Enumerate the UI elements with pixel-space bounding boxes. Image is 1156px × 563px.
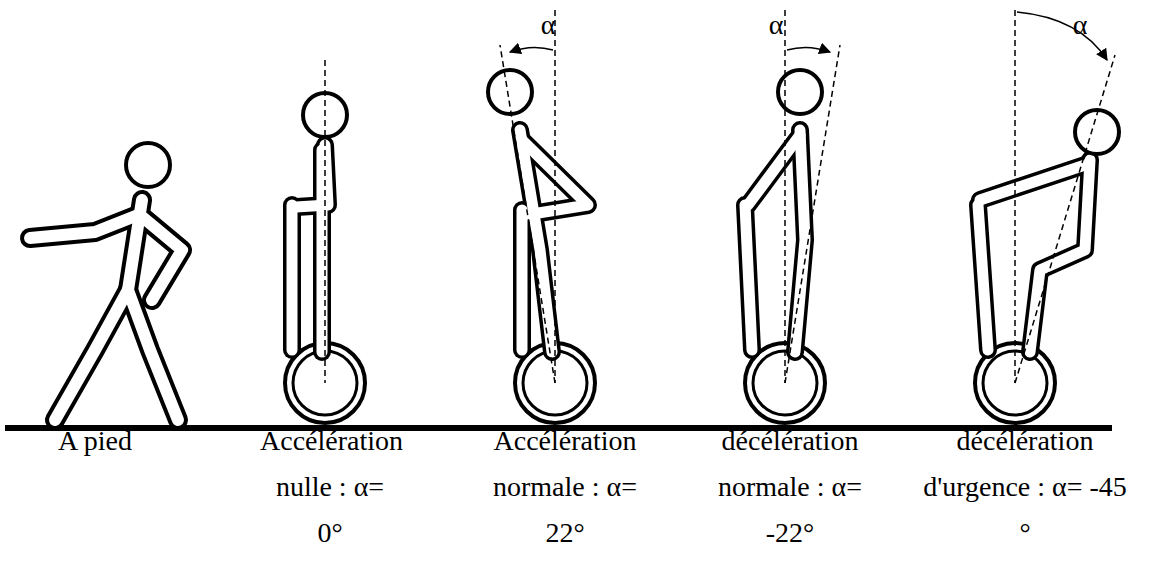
- mode-caption: Accélération normale : α= 22°: [470, 418, 660, 556]
- mode-caption: décélération d'urgence : α= -45 °: [915, 418, 1135, 556]
- mode-caption: Accélération nulle : α= 0°: [260, 418, 400, 556]
- angle-symbol: α: [767, 2, 786, 48]
- segway-riders: [292, 70, 1119, 352]
- angle-symbol: α: [1071, 2, 1090, 48]
- angle-symbol: α: [539, 2, 558, 48]
- angle-arc: [510, 12, 1107, 60]
- mode-caption: décélération normale : α= -22°: [691, 418, 889, 556]
- segway-wheel: [285, 343, 1055, 423]
- angle-reference-lines: [325, 10, 1115, 383]
- mode-caption: A pied: [56, 418, 134, 464]
- walking-person: [30, 143, 182, 420]
